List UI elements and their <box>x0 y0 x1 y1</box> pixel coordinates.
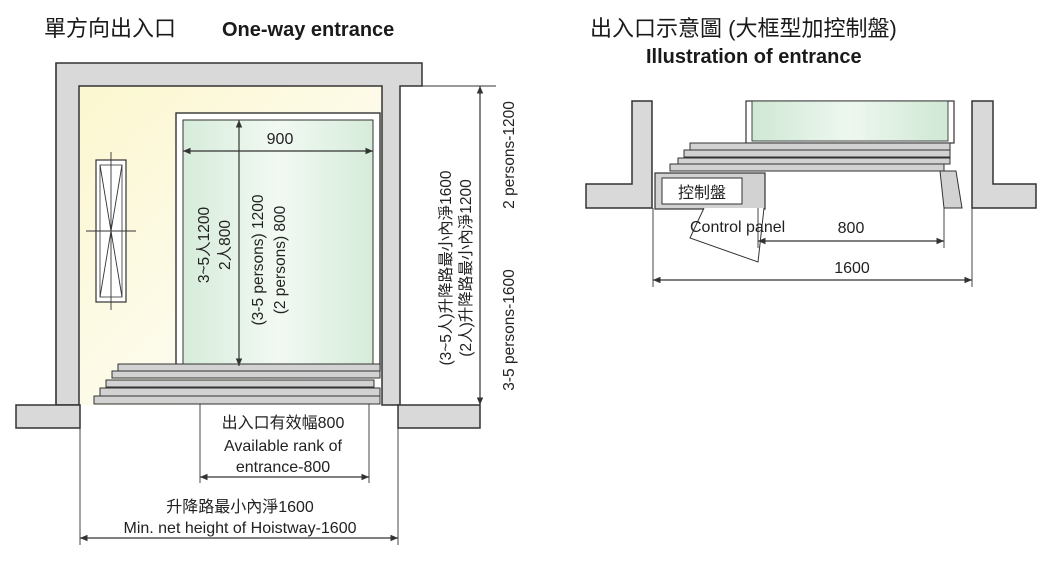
right-diagram: 出入口示意圖 (大框型加控制盤) Illustration of entranc… <box>585 16 1037 287</box>
svg-text:(2 persons) 800: (2 persons) 800 <box>272 205 289 314</box>
car-interior <box>182 119 374 367</box>
dim-car-width: 900 <box>183 131 373 155</box>
right-title-en: Illustration of entrance <box>646 46 862 68</box>
svg-text:900: 900 <box>267 131 294 148</box>
svg-text:Available rank of: Available rank of <box>224 438 343 455</box>
control-panel-label-en: Control panel <box>690 219 785 236</box>
right-wall-right <box>971 100 1037 209</box>
svg-text:800: 800 <box>838 220 865 237</box>
svg-text:(3-5 persons) 1200: (3-5 persons) 1200 <box>250 194 267 325</box>
dim-entrance-width: 出入口有效幅800 Available rank of entrance-800 <box>199 404 370 483</box>
svg-text:3-5 persons-1600: 3-5 persons-1600 <box>501 269 518 391</box>
dim-car-depth: 3~5人1200 2人800 (3-5 persons) 1200 (2 per… <box>195 120 289 366</box>
right-car-interior <box>751 100 949 142</box>
right-door-panels <box>669 142 963 209</box>
svg-text:升降路最小內淨1600: 升降路最小內淨1600 <box>166 498 314 516</box>
counterweight-icon <box>86 152 136 310</box>
svg-text:出入口有效幅800: 出入口有效幅800 <box>222 414 345 432</box>
svg-text:3~5人1200: 3~5人1200 <box>195 206 213 283</box>
svg-text:(2人)升降路最小內淨1200: (2人)升降路最小內淨1200 <box>457 179 475 357</box>
right-wall-left <box>585 100 653 209</box>
left-title-en: One-way entrance <box>222 19 394 41</box>
dim-hoistway-width: 升降路最小內淨1600 Min. net height of Hoistway-… <box>79 428 399 545</box>
left-diagram: 單方向出入口 One-way entrance <box>15 16 518 545</box>
control-panel-label-cn: 控制盤 <box>678 184 726 202</box>
dim-right-entrance: 800 <box>757 208 945 248</box>
svg-text:Min. net height of Hoistway-16: Min. net height of Hoistway-1600 <box>123 520 356 537</box>
dim-hoistway-depth: (3~5人)升降路最小內淨1600 (2人)升降路最小內淨1200 2 pers… <box>422 85 518 405</box>
car-door-panels <box>93 363 381 405</box>
right-title-cn: 出入口示意圖 (大框型加控制盤) <box>590 16 897 41</box>
svg-text:entrance-800: entrance-800 <box>236 459 330 476</box>
svg-text:1600: 1600 <box>834 260 870 277</box>
svg-text:2人800: 2人800 <box>216 220 234 270</box>
front-wall-left <box>15 404 81 429</box>
svg-text:(3~5人)升降路最小內淨1600: (3~5人)升降路最小內淨1600 <box>437 170 455 365</box>
front-wall-right <box>397 404 481 429</box>
control-panel: 控制盤 Control panel <box>654 172 785 263</box>
left-title-cn: 單方向出入口 <box>44 16 176 41</box>
svg-text:2 persons-1200: 2 persons-1200 <box>501 101 518 209</box>
dim-right-total: 1600 <box>652 208 973 287</box>
